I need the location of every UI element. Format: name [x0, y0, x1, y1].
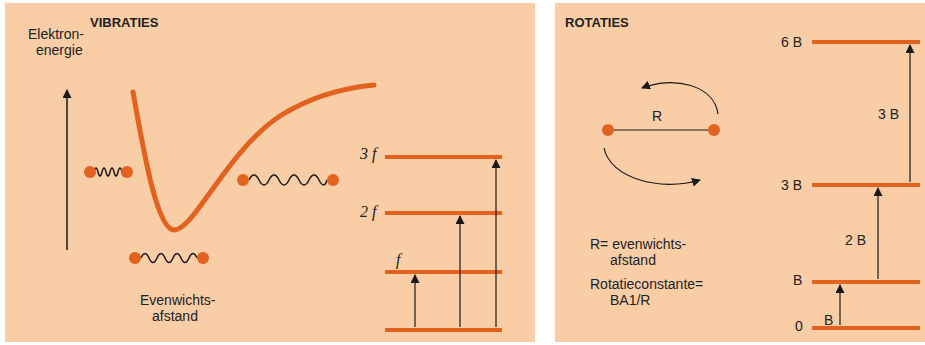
level-label: 3 f	[360, 146, 376, 162]
panel-title: VIBRATIES	[90, 15, 158, 30]
panel: VIBRATIES	[5, 3, 535, 342]
atom-dot	[121, 166, 133, 178]
potential-curve	[133, 85, 374, 230]
level-label: f	[396, 252, 400, 268]
atom-dot	[237, 174, 249, 186]
energy-axis	[66, 90, 68, 250]
level-label: 3 B	[781, 177, 802, 193]
panel-title: ROTATIES	[565, 15, 629, 30]
panel-ground	[555, 3, 925, 342]
atom-dot	[327, 174, 339, 186]
transition-arrow	[495, 160, 496, 327]
energy-level	[812, 183, 920, 187]
energy-level	[812, 40, 920, 44]
step-label: 2 B	[845, 232, 866, 248]
atom-dot	[129, 252, 141, 264]
spring-equilibrium	[141, 254, 197, 263]
rotation-arrow	[604, 148, 700, 184]
transition-arrow	[459, 216, 460, 327]
energy-level	[385, 211, 502, 215]
energy-level	[385, 155, 502, 159]
step-label: B	[824, 312, 833, 328]
energy-level	[812, 280, 920, 284]
distance-label: Evenwichts- afstand	[140, 292, 244, 324]
atom-dot	[197, 252, 209, 264]
definition-note: Rotatieconstante= BA1/R	[590, 276, 746, 308]
level-label: 6 B	[781, 34, 802, 50]
transition-arrow	[839, 285, 840, 325]
atom-dot	[602, 124, 614, 136]
panel-ground	[5, 3, 535, 342]
level-label: 0	[795, 318, 803, 334]
energy-level	[385, 270, 502, 274]
axis-label: Elektron- energie	[28, 26, 110, 58]
energy-level	[385, 328, 502, 332]
distance-symbol: R	[652, 108, 662, 124]
atom-dot	[84, 166, 96, 178]
transition-arrow	[877, 188, 878, 279]
level-label: B	[793, 272, 802, 288]
transition-arrow	[909, 45, 910, 182]
bond-line	[608, 129, 714, 130]
transition-arrow	[414, 275, 415, 327]
definition-note: R= evenwichts- afstand	[590, 236, 734, 268]
step-label: 3 B	[878, 106, 899, 122]
spring-stretched	[249, 175, 327, 185]
atom-dot	[708, 124, 720, 136]
level-label: 2 f	[360, 204, 376, 220]
